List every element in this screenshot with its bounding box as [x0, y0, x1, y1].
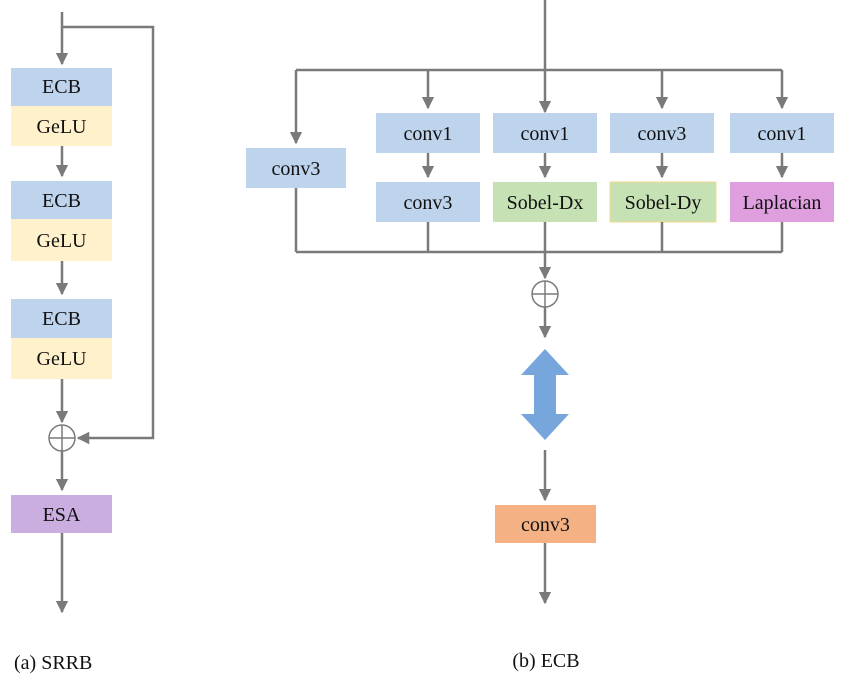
gelu-box	[11, 106, 112, 146]
branch-4-top-label: conv1	[758, 123, 807, 145]
ecb-diagram: conv3 conv1 conv3 conv1 Sobel-Dx conv3 S…	[246, 0, 834, 672]
branch-1-top-label: conv1	[404, 123, 453, 145]
reparam-conv3-label: conv3	[521, 514, 570, 536]
ecb-box	[11, 181, 112, 219]
gelu-box	[11, 338, 112, 379]
branch-1-bottom-label: conv3	[404, 192, 453, 214]
branch-2-bottom-box	[493, 182, 597, 222]
branch-1-bottom-box	[376, 182, 480, 222]
branch-2-top-label: conv1	[521, 123, 570, 145]
srrb-diagram: ECB GeLU ECB GeLU ECB GeLU	[11, 12, 155, 674]
branch-3-bottom-label: Sobel-Dy	[625, 192, 702, 214]
double-arrow-icon	[521, 349, 569, 440]
srrb-block-1: ECB GeLU	[11, 68, 112, 146]
branch-4-bottom-box	[730, 182, 834, 222]
gelu-label: GeLU	[37, 348, 88, 370]
reparam-conv3-box	[495, 505, 596, 543]
esa-label: ESA	[43, 504, 81, 526]
gelu-box	[11, 219, 112, 261]
srrb-skip-connection	[62, 25, 155, 445]
gelu-label: GeLU	[37, 116, 88, 138]
branch-1-top-box	[376, 113, 480, 153]
ecb-label: ECB	[42, 190, 81, 212]
conv3-left-label: conv3	[272, 158, 321, 180]
branch-4-top-box	[730, 113, 834, 153]
conv3-left-box	[246, 148, 346, 188]
gelu-label: GeLU	[37, 230, 88, 252]
add-node-icon	[48, 424, 76, 452]
esa-box	[11, 495, 112, 533]
branch-2-top-box	[493, 113, 597, 153]
srrb-block-3: ECB GeLU	[11, 299, 112, 379]
branch-4-bottom-label: Laplacian	[743, 192, 822, 214]
branch-2-bottom-label: Sobel-Dx	[507, 192, 584, 214]
srrb-block-2: ECB GeLU	[11, 181, 112, 261]
ecb-box	[11, 299, 112, 338]
ecb-label: ECB	[42, 76, 81, 98]
ecb-caption: (b) ECB	[512, 650, 579, 672]
ecb-label: ECB	[42, 308, 81, 330]
ecb-box	[11, 68, 112, 106]
ecb-add-node-icon	[531, 280, 559, 308]
srrb-caption: (a) SRRB	[14, 652, 92, 674]
branch-3-top-box	[610, 113, 714, 153]
branch-3-top-label: conv3	[638, 123, 687, 145]
